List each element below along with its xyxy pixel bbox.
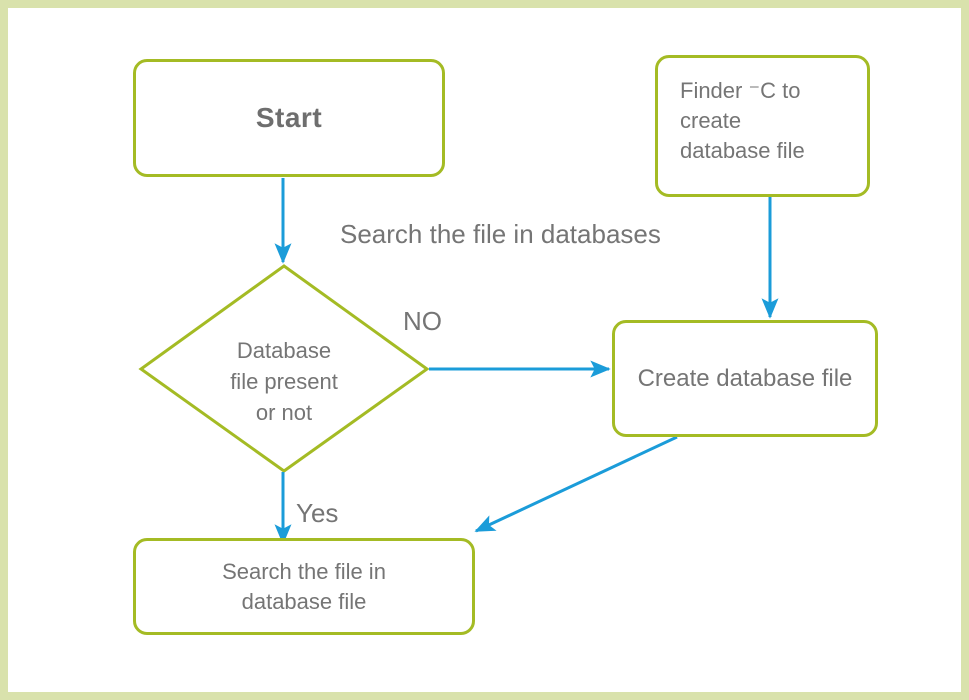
node-start: Start: [133, 59, 445, 177]
node-search-line: Search the file in: [222, 558, 386, 584]
node-finder-line: Finder ⁻C to: [680, 78, 801, 103]
node-create-database-file: Create database file: [612, 320, 878, 437]
node-finder-line: create: [680, 108, 742, 133]
node-start-label: Start: [255, 102, 323, 133]
edge-label-yes: Yes: [296, 498, 339, 528]
node-search-line: database file: [241, 588, 367, 614]
caption-search-databases: Search the file in databases: [340, 219, 661, 249]
edge-label-no: NO: [403, 306, 442, 336]
node-decision-line: or not: [255, 400, 313, 425]
node-finder-create: Finder ⁻C to create database file: [655, 55, 870, 197]
node-search-database-file: Search the file in database file: [133, 538, 475, 635]
arrow-create-to-search: [474, 435, 678, 533]
node-finder-line: database file: [680, 138, 805, 163]
node-create-label: Create database file: [637, 364, 853, 392]
node-decision-label: Database file present or not: [184, 335, 384, 428]
node-decision-line: file present: [230, 369, 338, 394]
node-decision-line: Database: [236, 338, 332, 363]
